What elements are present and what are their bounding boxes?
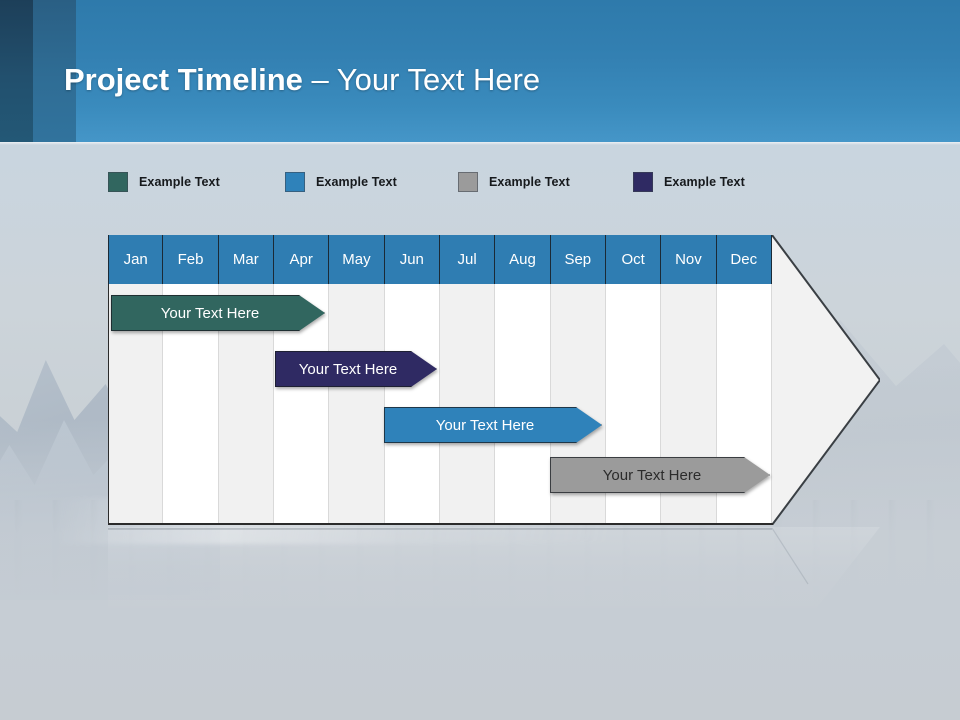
- header-banner: Project Timeline – Your Text Here: [0, 0, 960, 142]
- legend: Example Text Example Text Example Text Exam…: [108, 169, 848, 195]
- timeline-grid-column-aug: [495, 284, 551, 524]
- timeline-bar-arrow-shape: [550, 457, 770, 493]
- legend-item-3[interactable]: Example Text: [458, 169, 570, 195]
- month-header-cell-sep[interactable]: Sep: [550, 235, 606, 284]
- page-title-bold: Project Timeline: [64, 62, 312, 97]
- legend-item-label: Example Text: [316, 175, 397, 189]
- timeline-bar-arrow-shape: [275, 351, 437, 387]
- timeline-bar-2[interactable]: Your Text Here: [275, 351, 437, 387]
- legend-item-2[interactable]: Example Text: [285, 169, 397, 195]
- timeline-bar-arrow-shape: [384, 407, 602, 443]
- timeline-bar-label: Your Text Here: [435, 416, 535, 434]
- legend-swatch-icon: [633, 172, 653, 192]
- timeline-bar-label: Your Text Here: [160, 304, 260, 322]
- month-header-cell-jul[interactable]: Jul: [439, 235, 496, 284]
- timeline-bar-label: Your Text Here: [298, 360, 398, 378]
- legend-item-4[interactable]: Example Text: [633, 169, 745, 195]
- legend-item-label: Example Text: [139, 175, 220, 189]
- legend-item-label: Example Text: [489, 175, 570, 189]
- timeline-bar-label: Your Text Here: [602, 466, 702, 484]
- grid-bottom-border: [108, 523, 773, 525]
- header-accent-band-mid: [33, 0, 76, 142]
- month-header-cell-dec[interactable]: Dec: [716, 235, 772, 284]
- legend-swatch-icon: [285, 172, 305, 192]
- month-header-cell-apr[interactable]: Apr: [273, 235, 330, 284]
- timeline-grid-column-jul: [439, 284, 496, 524]
- month-header-cell-may[interactable]: May: [329, 235, 385, 284]
- timeline-bar-arrow-shape: [111, 295, 325, 331]
- page-title-light: – Your Text Here: [311, 62, 541, 97]
- timeline-grid-column-jun: [384, 284, 440, 524]
- timeline-bar-1[interactable]: Your Text Here: [111, 295, 325, 331]
- month-header-cell-jun[interactable]: Jun: [384, 235, 440, 284]
- header-main-band: [76, 0, 960, 142]
- page-title: Project Timeline – Your Text Here: [64, 58, 864, 106]
- header-underline: [0, 142, 960, 145]
- legend-item-1[interactable]: Example Text: [108, 169, 220, 195]
- timeline-bar-4[interactable]: Your Text Here: [550, 457, 770, 493]
- legend-swatch-icon: [108, 172, 128, 192]
- month-header-cell-oct[interactable]: Oct: [605, 235, 662, 284]
- timeline-grid-column-may: [329, 284, 385, 524]
- legend-item-label: Example Text: [664, 175, 745, 189]
- month-header-cell-nov[interactable]: Nov: [661, 235, 717, 284]
- timeline-bar-3[interactable]: Your Text Here: [384, 407, 602, 443]
- month-header-cell-feb[interactable]: Feb: [163, 235, 219, 284]
- header-accent-band-dark: [0, 0, 33, 142]
- month-header-cell-aug[interactable]: Aug: [495, 235, 551, 284]
- legend-swatch-icon: [458, 172, 478, 192]
- month-header-cell-mar[interactable]: Mar: [218, 235, 274, 284]
- month-header-cell-jan[interactable]: Jan: [108, 235, 164, 284]
